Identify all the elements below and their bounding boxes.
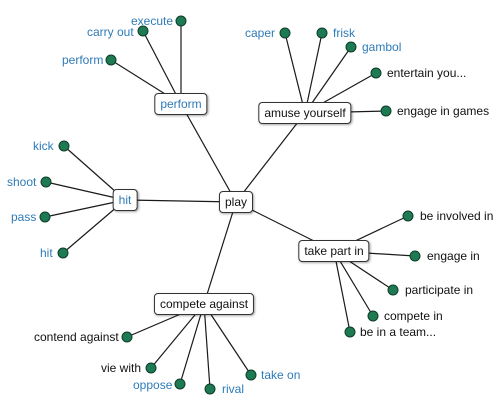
edge-play-compete [203,201,237,305]
edge-play-amuse [235,112,306,203]
leaf-label-caper[interactable]: caper [245,26,276,40]
leaf-dot-pass[interactable] [39,211,51,223]
edge-carry-out [142,30,182,105]
hub-node-hit[interactable]: hit [112,189,138,211]
leaf-label-carry-out[interactable]: carry out [87,25,134,39]
leaf-dot-take-on[interactable] [245,369,257,381]
leaf-label-be-involved-in[interactable]: be involved in [420,209,494,223]
leaf-dot-shoot[interactable] [40,176,52,188]
leaf-label-compete-in[interactable]: compete in [384,309,443,323]
edge-play-perform [180,103,237,203]
leaf-dot-oppose[interactable] [174,378,186,390]
leaf-label-take-on[interactable]: take on [261,368,301,382]
edge-take-on [203,303,252,376]
leaf-dot-rival[interactable] [204,383,216,395]
hub-node-take-part-in[interactable]: take part in [298,240,370,262]
leaf-dot-compete-in[interactable] [367,310,379,322]
leaf-label-perform[interactable]: perform [62,53,104,67]
leaf-dot-perform[interactable] [105,54,117,66]
leaf-label-entertain[interactable]: entertain you... [387,66,467,80]
edge-play-hit [124,199,237,203]
leaf-label-rival[interactable]: rival [222,382,245,396]
leaf-dot-entertain[interactable] [370,67,382,79]
leaf-label-contend-against[interactable]: contend against [34,330,119,344]
center-node-play[interactable]: play [218,191,254,213]
leaf-label-shoot[interactable]: shoot [7,175,37,189]
leaf-dot-caper[interactable] [279,27,291,39]
leaf-dot-gambol[interactable] [345,41,357,53]
leaf-label-engage-in-games[interactable]: engage in games [397,104,490,118]
leaf-dot-frisk[interactable] [316,27,328,39]
edge-rival [203,303,211,390]
leaf-dot-carry-out[interactable] [137,25,149,37]
leaf-dot-execute[interactable] [175,15,187,27]
leaf-label-pass[interactable]: pass [11,210,37,224]
edge-pass [44,199,126,218]
leaf-label-gambol[interactable]: gambol [362,40,402,54]
leaf-dot-participate[interactable] [387,284,399,296]
hub-node-perform[interactable]: perform [154,93,208,115]
leaf-label-hit[interactable]: hit [40,246,53,260]
leaf-dot-engage-games[interactable] [380,105,392,117]
edge-team [333,250,351,333]
leaf-dot-engage-in[interactable] [409,250,421,262]
leaf-dot-kick[interactable] [58,140,70,152]
leaf-dot-hit[interactable] [57,247,69,259]
edge-frisk [304,32,323,114]
leaf-label-oppose[interactable]: oppose [133,378,173,392]
leaf-dot-contend[interactable] [121,331,133,343]
edge-oppose [179,303,205,385]
hub-node-compete-against[interactable]: compete against [153,293,255,315]
hub-node-amuse-yourself[interactable]: amuse yourself [258,102,352,124]
leaf-label-kick[interactable]: kick [33,139,54,153]
leaf-label-vie-with[interactable]: vie with [101,361,142,375]
leaf-dot-vie[interactable] [145,362,157,374]
leaf-label-frisk[interactable]: frisk [333,26,355,40]
leaf-label-execute[interactable]: execute [131,14,174,28]
leaf-label-be-in-a-team[interactable]: be in a team... [360,325,437,339]
edge-caper [284,32,306,114]
leaf-label-participate-in[interactable]: participate in [405,283,474,297]
leaf-label-engage-in[interactable]: engage in [427,249,480,263]
leaf-dot-team[interactable] [344,326,356,338]
edge-shoot [45,181,126,201]
leaf-dot-be-involved[interactable] [402,210,414,222]
